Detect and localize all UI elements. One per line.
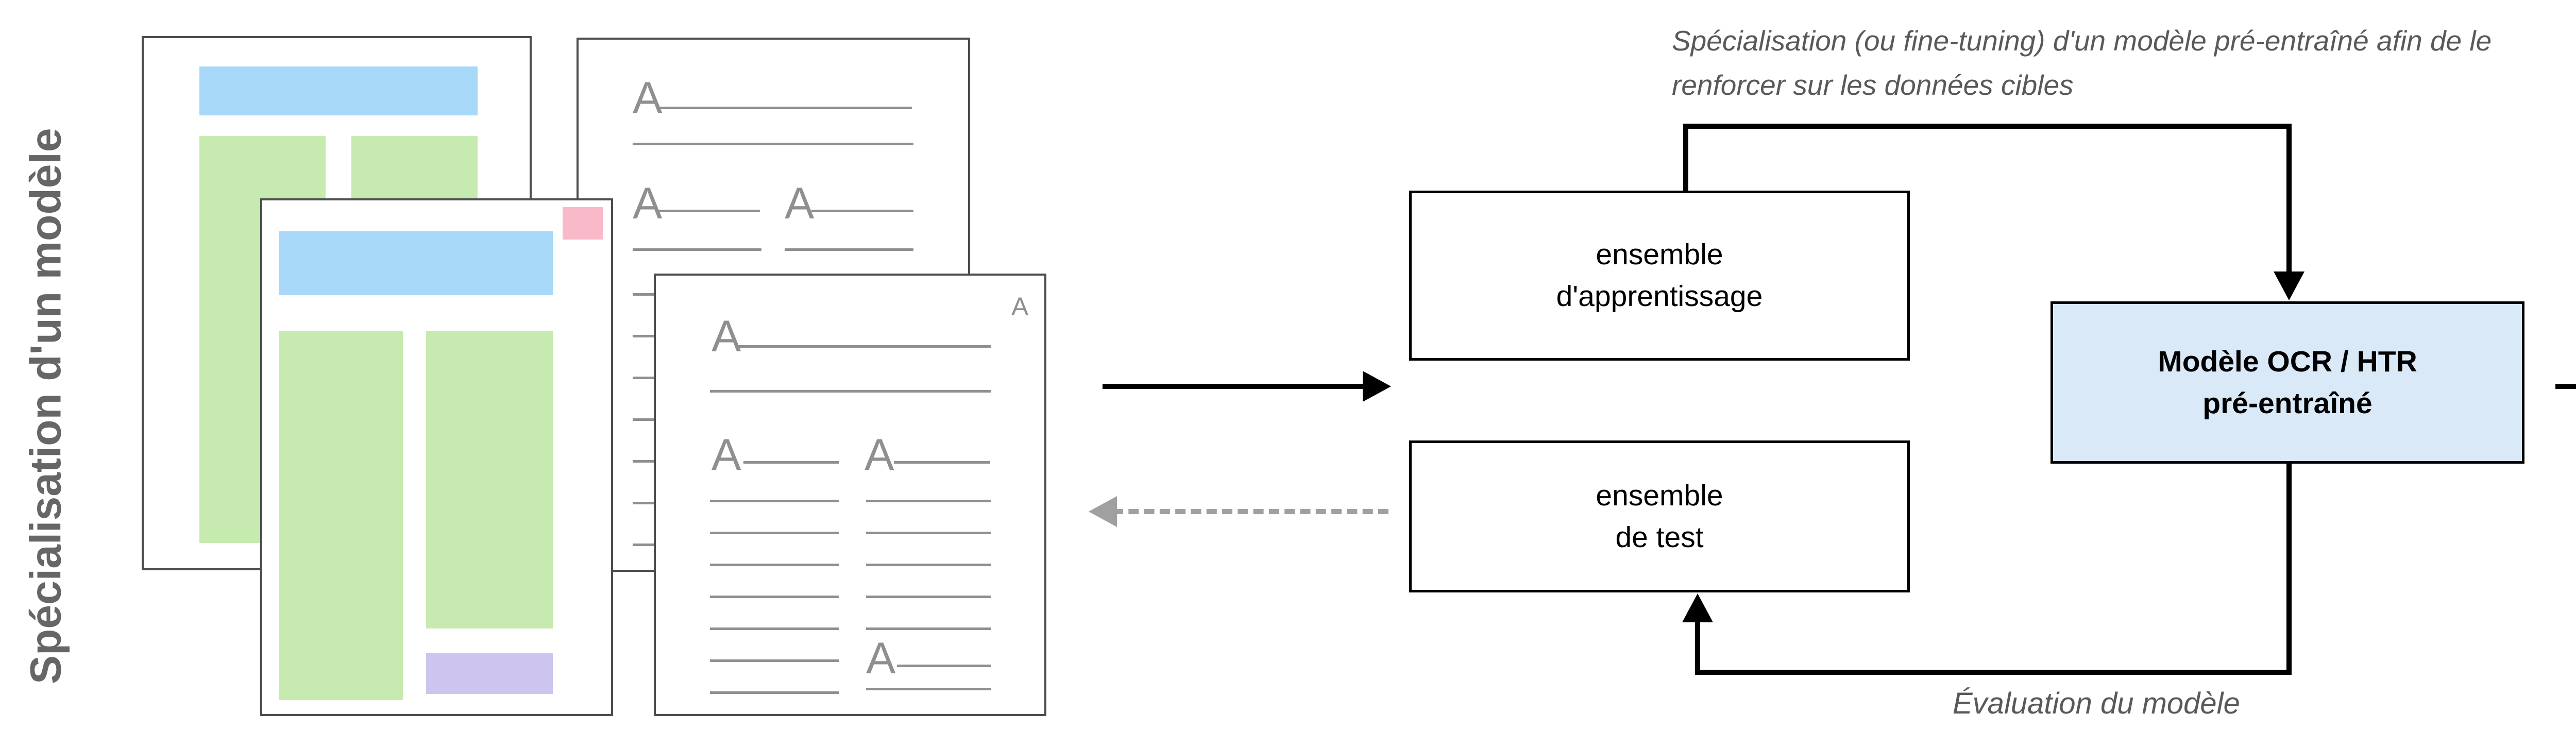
- text-line: [897, 665, 991, 667]
- elbow-line-vertical: [1683, 124, 1688, 193]
- box-pretrained-model: Modèle OCR / HTR pré-entraîné: [2050, 301, 2524, 464]
- letter-glyph: A: [711, 312, 741, 361]
- layout-block-title: [199, 66, 478, 115]
- box-training-line2: d'apprentissage: [1556, 280, 1763, 313]
- box-test-set: ensemble de test: [1409, 440, 1910, 592]
- letter-glyph: A: [711, 430, 741, 480]
- text-line: [710, 390, 991, 393]
- loop-line-horizontal: [1695, 670, 2292, 675]
- layout-block-title: [279, 231, 553, 295]
- loop-line-vertical: [2286, 464, 2292, 675]
- text-line: [894, 461, 990, 464]
- letter-glyph: A: [633, 73, 663, 123]
- annotation-finetuning-line1: Spécialisation (ou fine-tuning) d'un mod…: [1672, 25, 2492, 57]
- box-test-line1: ensemble: [1596, 479, 1723, 512]
- box-training-set: ensemble d'apprentissage: [1409, 191, 1910, 361]
- layout-block-column: [279, 331, 403, 700]
- ruled-lines: [710, 500, 839, 694]
- box-training-line1: ensemble: [1596, 238, 1723, 271]
- side-label: Spécialisation d'un modèle: [21, 128, 70, 684]
- text-line: [657, 107, 912, 109]
- box-pretrained-line2: pré-entraîné: [2202, 386, 2372, 420]
- text-line: [657, 210, 760, 212]
- text-line: [633, 248, 761, 251]
- box-test-line2: de test: [1615, 520, 1704, 554]
- flow-arrow-feedback-dashed: [1113, 509, 1388, 514]
- layout-block-marginalia: [563, 207, 603, 240]
- arrowhead-right-icon: [1363, 371, 1391, 402]
- arrowhead-left-icon: [1089, 496, 1117, 527]
- text-line: [736, 345, 991, 348]
- annotation-finetuning: Spécialisation (ou fine-tuning) d'un mod…: [1672, 19, 2492, 107]
- layout-block-footer: [426, 653, 553, 694]
- loop-line-vertical: [1695, 621, 1700, 672]
- letter-glyph: A: [1011, 292, 1029, 321]
- elbow-line-horizontal: [1683, 124, 2292, 129]
- layout-block-column: [426, 331, 553, 629]
- letter-glyph: A: [633, 179, 663, 228]
- elbow-line-vertical: [2286, 124, 2292, 273]
- arrowhead-down-icon: [2274, 271, 2304, 300]
- text-line: [785, 248, 913, 251]
- letter-glyph: A: [785, 179, 815, 228]
- flow-arrow-specialize-shaft: [2555, 384, 2576, 389]
- arrowhead-up-icon: [1682, 593, 1713, 622]
- letter-glyph: A: [866, 634, 896, 683]
- text-line: [633, 143, 913, 145]
- annotation-finetuning-line2: renforcer sur les données cibles: [1672, 69, 2074, 101]
- box-pretrained-line1: Modèle OCR / HTR: [2158, 345, 2417, 378]
- document-page-layout-front: [260, 198, 613, 716]
- document-page-lined-front: A A A A A: [654, 274, 1046, 716]
- letter-glyph: A: [865, 430, 894, 480]
- ruled-lines: [866, 500, 991, 630]
- text-line: [743, 461, 839, 464]
- text-line: [811, 210, 913, 212]
- flow-arrow-input-shaft: [1103, 384, 1363, 389]
- text-line: [866, 688, 991, 690]
- annotation-evaluation: Évaluation du modèle: [1953, 687, 2240, 720]
